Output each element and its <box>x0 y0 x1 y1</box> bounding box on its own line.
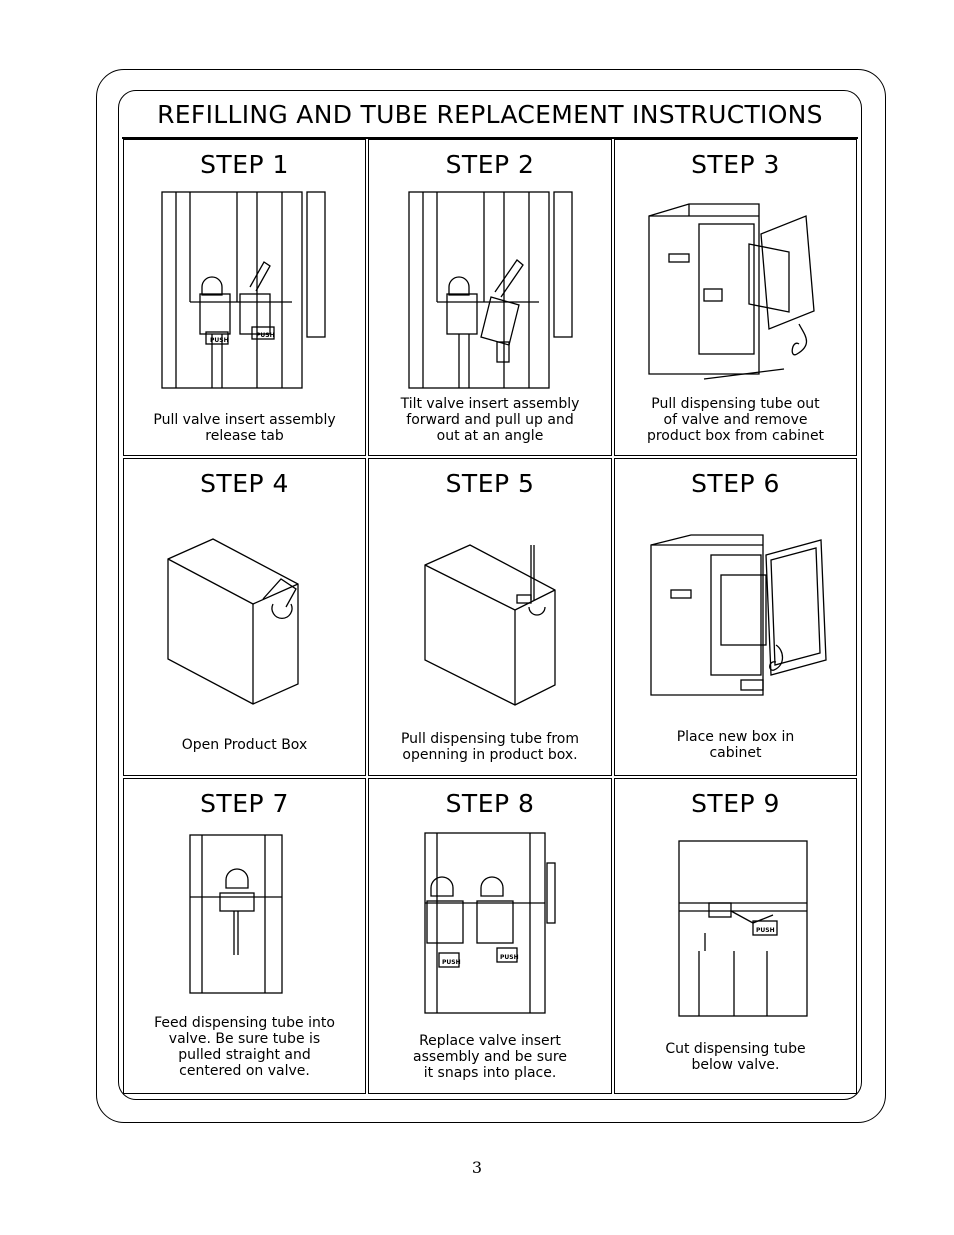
step-3-caption: Pull dispensing tube out of valve and re… <box>646 396 825 444</box>
step-4-caption: Open Product Box <box>181 737 308 753</box>
step-5-illustration <box>424 544 556 706</box>
step-5-caption: Pull dispensing tube from openning in pr… <box>400 731 580 763</box>
step-4-panel: STEP 4 Open Product Box <box>123 458 366 776</box>
step-9-label: STEP 9 <box>691 789 780 818</box>
step-5-panel: STEP 5 Pull dispensing tube from opennin… <box>368 458 612 776</box>
step-3-label: STEP 3 <box>691 150 780 179</box>
page-number: 3 <box>471 1158 483 1177</box>
push-tab-label: PUSH <box>256 332 275 339</box>
step-1-label: STEP 1 <box>200 150 289 179</box>
inner-frame <box>118 90 862 1100</box>
push-tab-label: PUSH <box>500 954 519 961</box>
step-7-label: STEP 7 <box>200 789 289 818</box>
step-6-label: STEP 6 <box>691 469 780 498</box>
step-3-illustration <box>648 203 815 380</box>
step-7-caption: Feed dispensing tube into valve. Be sure… <box>154 1015 335 1079</box>
step-1-illustration: PUSH PUSH <box>161 191 326 389</box>
step-2-caption: Tilt valve insert assembly forward and p… <box>400 396 580 444</box>
step-2-illustration <box>408 191 573 389</box>
step-2-panel: STEP 2 Tilt valve insert assembly forwar… <box>368 139 612 456</box>
steps-grid: STEP 1 PUSH PUSH Pull valve insert assemb… <box>122 138 860 1097</box>
step-8-caption: Replace valve insert assembly and be sur… <box>413 1033 567 1081</box>
step-1-panel: STEP 1 PUSH PUSH Pull valve insert assemb… <box>123 139 366 456</box>
step-6-illustration <box>650 534 827 696</box>
step-9-caption: Cut dispensing tube below valve. <box>665 1041 806 1073</box>
step-9-illustration: PUSH <box>678 840 808 1017</box>
step-1-caption: Pull valve insert assembly release tab <box>153 412 336 444</box>
push-tab-label: PUSH <box>442 959 461 966</box>
page-title: REFILLING AND TUBE REPLACEMENT INSTRUCTI… <box>122 97 858 139</box>
outer-frame <box>96 69 886 1123</box>
step-3-panel: STEP 3 Pull dispensing tube out of valve… <box>614 139 857 456</box>
step-2-label: STEP 2 <box>445 150 535 179</box>
step-7-panel: STEP 7 Feed dispensing tube into valve. … <box>123 778 366 1094</box>
step-4-illustration <box>167 538 299 705</box>
step-6-panel: STEP 6 Place new box in cabinet <box>614 458 857 776</box>
step-8-panel: STEP 8 PUSH PUSH Replace valve insert ass… <box>368 778 612 1094</box>
step-5-label: STEP 5 <box>445 469 535 498</box>
push-tab-label: PUSH <box>756 927 775 934</box>
step-9-panel: STEP 9 PUSH Cut dispensing tube below va… <box>614 778 857 1094</box>
step-4-label: STEP 4 <box>200 469 289 498</box>
push-tab-label: PUSH <box>210 337 229 344</box>
step-8-illustration: PUSH PUSH <box>424 832 556 1014</box>
step-6-caption: Place new box in cabinet <box>676 729 795 761</box>
step-7-illustration <box>189 834 283 994</box>
step-8-label: STEP 8 <box>445 789 535 818</box>
